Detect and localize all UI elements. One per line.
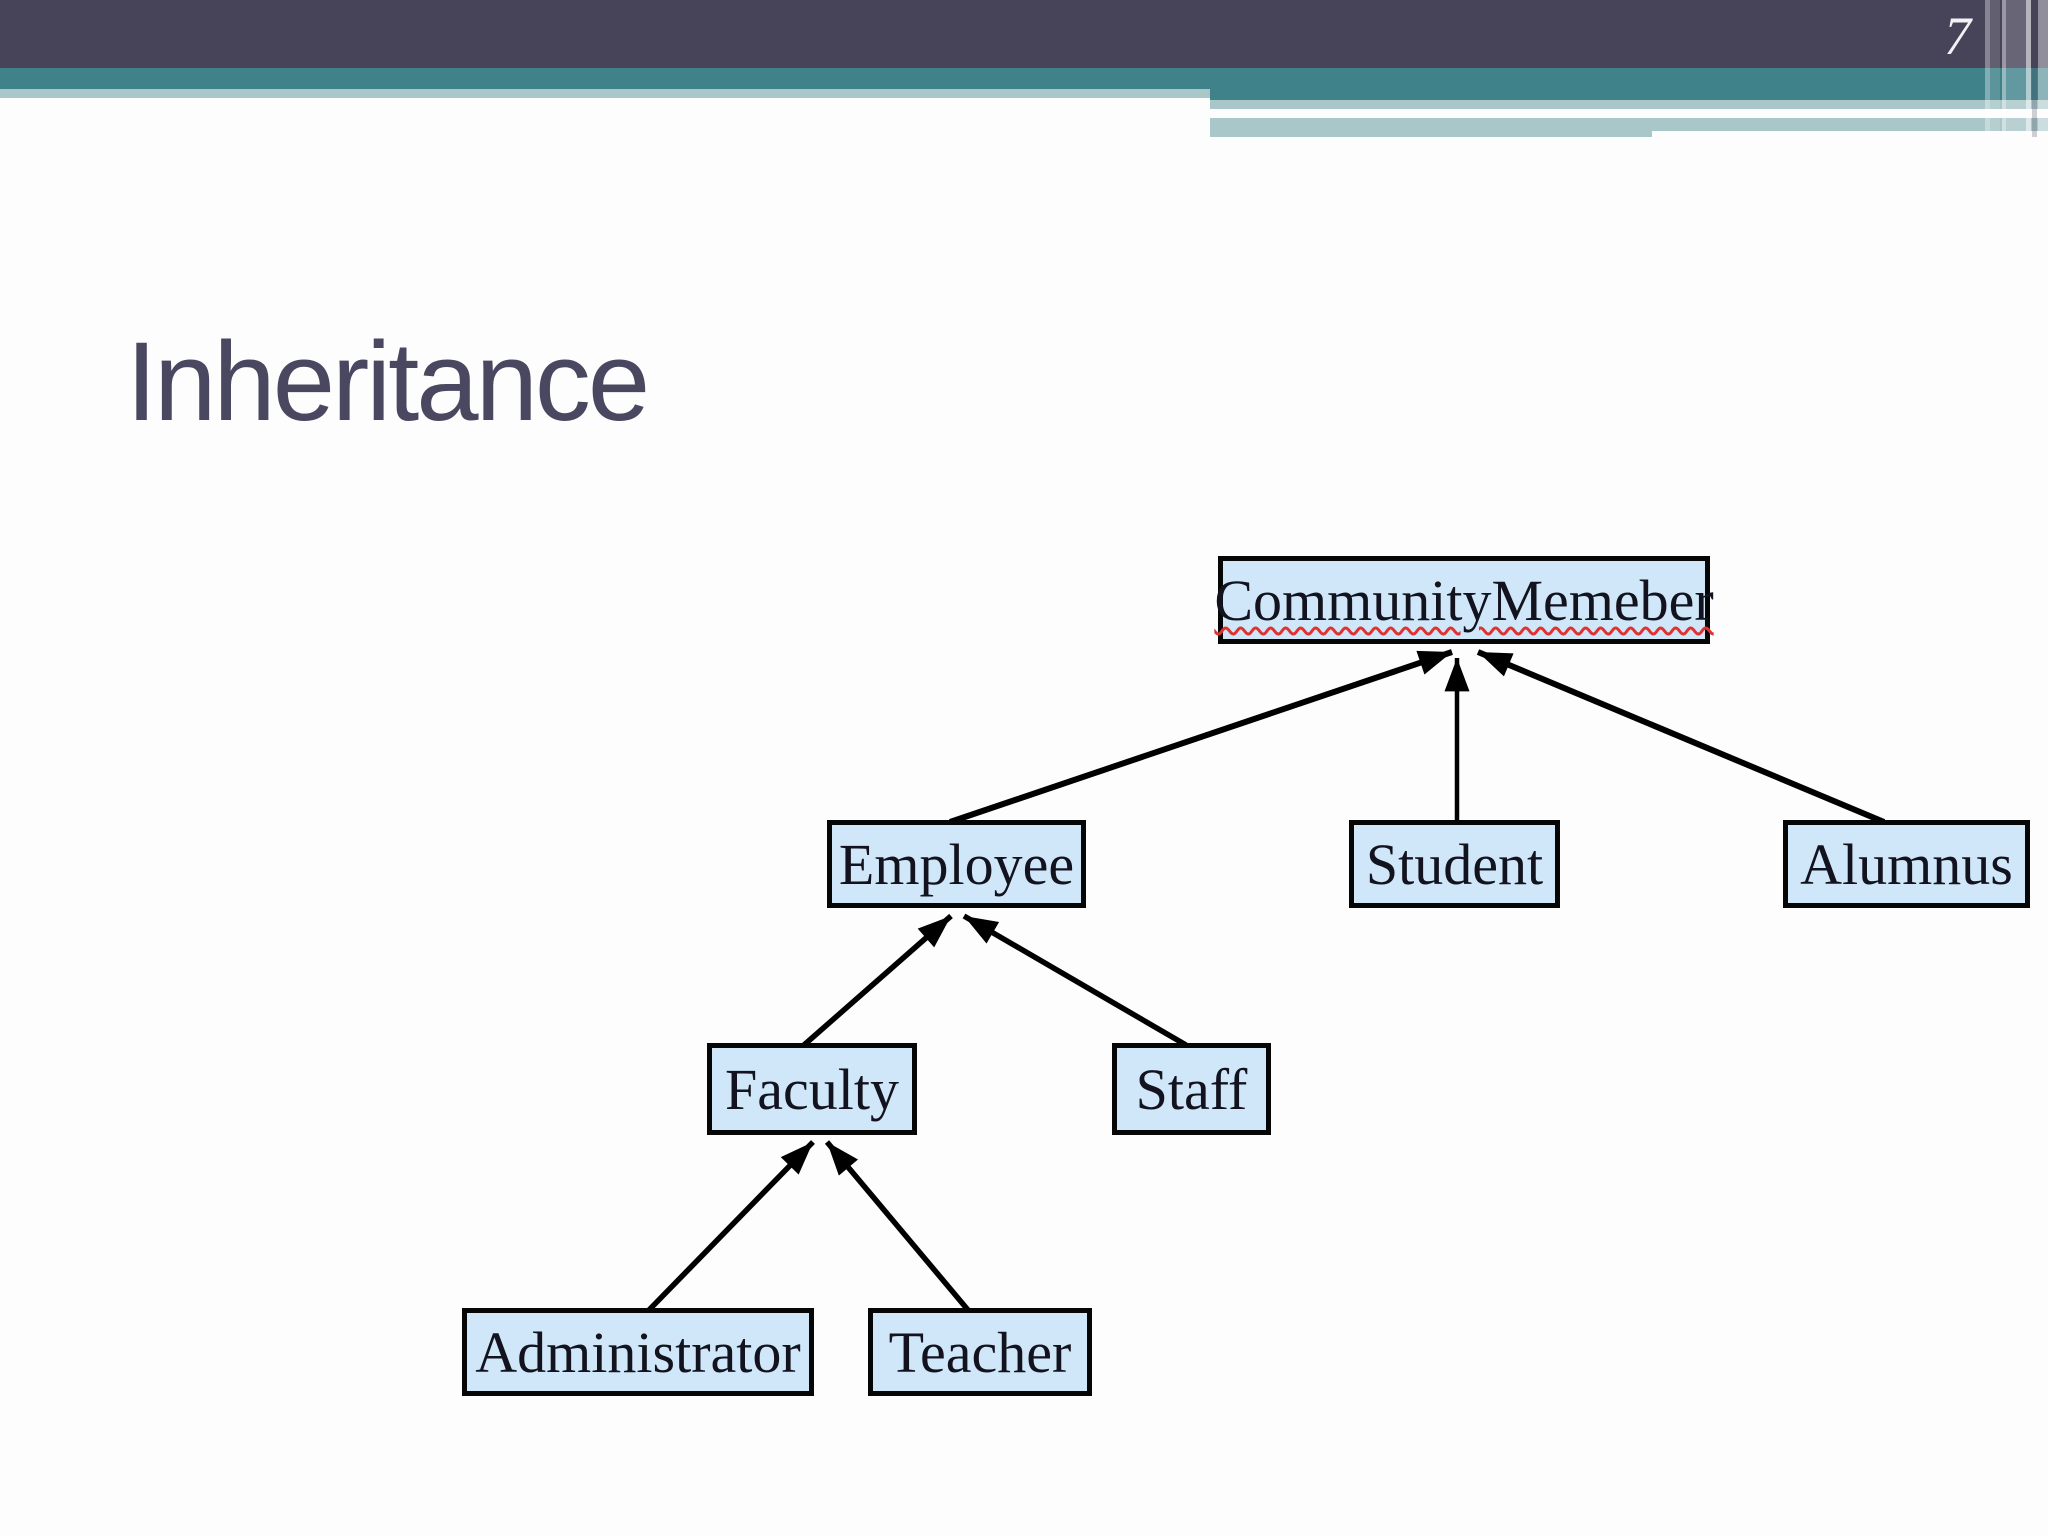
diagram-node-administrator: Administrator (462, 1308, 814, 1396)
header-light-band-right-3 (1652, 118, 2048, 131)
stripe (2026, 0, 2031, 137)
header-vertical-stripes (1985, 0, 2048, 137)
arrow-employee-to-communitymemeber (949, 649, 1453, 825)
diagram-node-label: Faculty (725, 1056, 899, 1122)
arrow-teacher-to-faculty (824, 1140, 971, 1312)
diagram-node-student: Student (1349, 820, 1560, 908)
diagram-node-employee: Employee (827, 820, 1086, 908)
diagram-node-alumnus: Alumnus (1783, 820, 2030, 908)
diagram-node-faculty: Faculty (707, 1043, 917, 1135)
stripe (1990, 0, 2000, 137)
stripe (2032, 0, 2037, 137)
diagram-node-label: Administrator (475, 1319, 801, 1385)
arrow-faculty-to-employee (802, 913, 953, 1048)
diagram-node-label: Staff (1135, 1056, 1248, 1122)
header-light-band-right-2 (1210, 118, 1652, 137)
generalization-arrows (647, 649, 1886, 1312)
diagram-node-label: CommunityMemeber (1214, 567, 1714, 633)
header-teal-bar (0, 68, 2048, 89)
diagram-node-label: Alumnus (1800, 831, 2013, 897)
diagram-node-communitymemeber: CommunityMemeber (1214, 556, 1714, 644)
stripe (2002, 0, 2006, 137)
diagram-node-teacher: Teacher (868, 1308, 1092, 1396)
diagram-node-label: Teacher (888, 1319, 1072, 1385)
page-number: 7 (1944, 6, 1971, 66)
stripe (2006, 0, 2026, 137)
arrow-staff-to-employee (962, 913, 1188, 1048)
arrow-alumnus-to-communitymemeber (1476, 649, 1886, 825)
header-dark-bar (0, 0, 2048, 68)
stripe (2038, 0, 2048, 137)
diagram-node-staff: Staff (1112, 1043, 1271, 1135)
arrow-administrator-to-faculty (647, 1140, 815, 1312)
header-light-band-right-1 (1210, 100, 2048, 109)
stripe (1985, 0, 1990, 137)
header-teal-bar-right-extension (1210, 89, 2048, 100)
slide-title: Inheritance (126, 319, 650, 444)
header-light-band-left (0, 89, 1210, 98)
diagram-node-label: Student (1365, 831, 1544, 897)
diagram-node-label: Employee (838, 831, 1075, 897)
